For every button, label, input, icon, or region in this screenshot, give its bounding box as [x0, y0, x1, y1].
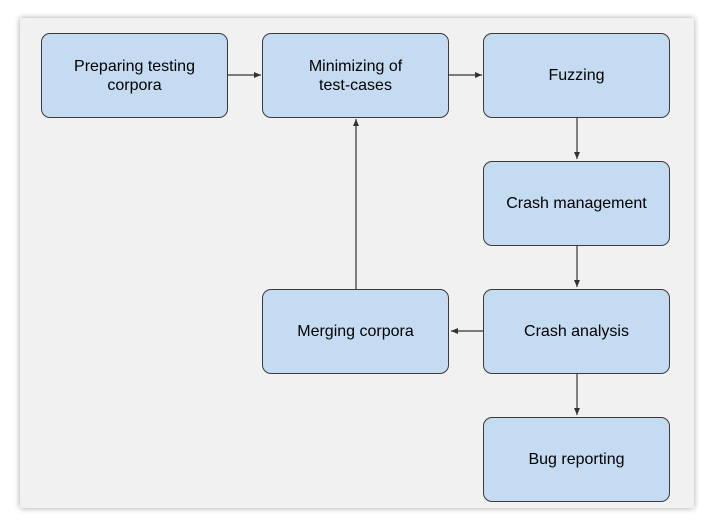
- node-minimizing-test-cases: Minimizing of test-cases: [262, 33, 449, 118]
- node-crash-analysis-label: Crash analysis: [524, 323, 629, 340]
- node-crash-management: Crash management: [483, 161, 670, 246]
- node-crash-management-label: Crash management: [506, 195, 647, 212]
- node-preparing-label: Preparing testing corpora: [74, 57, 195, 94]
- node-preparing-testing-corpora: Preparing testing corpora: [41, 33, 228, 118]
- node-minimizing-label-line1: Minimizing of: [308, 57, 403, 75]
- node-minimizing-label-line2: test-cases: [319, 76, 392, 94]
- node-bug-reporting-label: Bug reporting: [528, 451, 625, 468]
- node-merging-label: Merging corpora: [297, 323, 414, 340]
- node-fuzzing: Fuzzing: [483, 33, 670, 118]
- node-fuzzing-label: Fuzzing: [548, 67, 605, 84]
- node-crash-analysis: Crash analysis: [483, 289, 670, 374]
- node-bug-reporting: Bug reporting: [483, 417, 670, 502]
- node-merging-corpora: Merging corpora: [262, 289, 449, 374]
